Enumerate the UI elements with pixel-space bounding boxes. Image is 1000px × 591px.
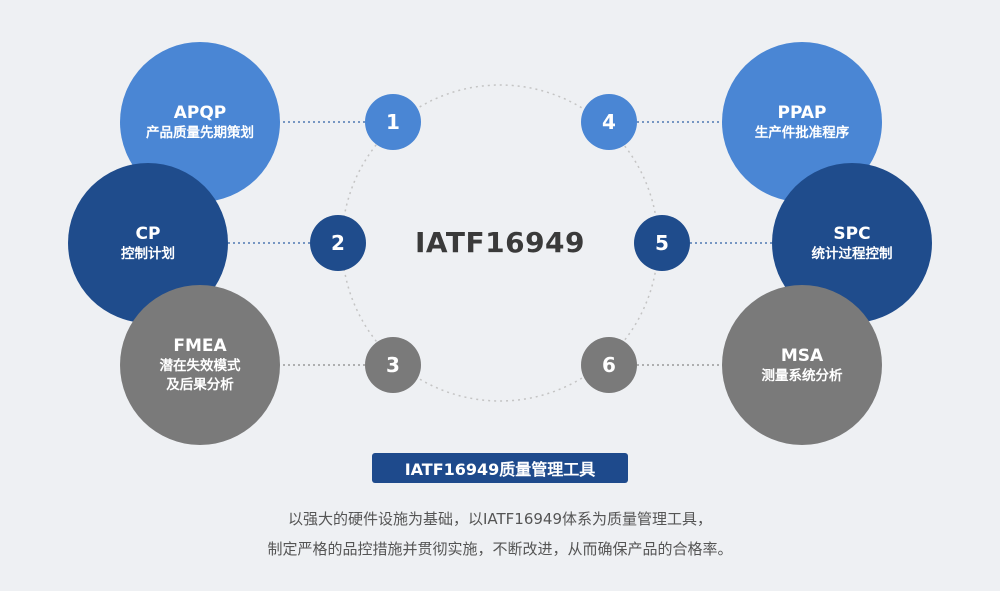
- section-banner: IATF16949质量管理工具: [372, 453, 628, 483]
- spc-title: SPC: [833, 223, 871, 244]
- apqp-subtitle: 产品质量先期策划: [146, 124, 254, 141]
- number-badge-1: 1: [365, 94, 421, 150]
- fmea-title: FMEA: [173, 336, 227, 356]
- description-line-2: 制定严格的品控措施并贯彻实施，不断改进，从而确保产品的合格率。: [267, 540, 733, 558]
- ppap-subtitle: 生产件批准程序: [754, 124, 850, 141]
- cp-title: CP: [135, 223, 161, 244]
- msa-subtitle: 测量系统分析: [761, 367, 843, 384]
- msa-title: MSA: [780, 345, 824, 366]
- cp-subtitle: 控制计划: [121, 245, 175, 262]
- fmea-subtitle-line1: 潜在失效模式: [159, 358, 241, 374]
- number-badge-3: 3: [365, 337, 421, 393]
- number-badge-5: 5: [634, 215, 690, 271]
- fmea-circle: FMEA 潜在失效模式 及后果分析: [120, 285, 280, 445]
- center-title: IATF16949: [414, 226, 586, 259]
- apqp-title: APQP: [173, 102, 227, 123]
- spc-subtitle: 统计过程控制: [811, 245, 893, 262]
- description-line-1: 以强大的硬件设施为基础，以IATF16949体系为质量管理工具，: [287, 510, 713, 528]
- number-badge-6: 6: [581, 337, 637, 393]
- apqp-circle: APQP 产品质量先期策划: [120, 42, 280, 202]
- ppap-title: PPAP: [777, 102, 827, 123]
- msa-circle: MSA 测量系统分析: [722, 285, 882, 445]
- number-badge-2: 2: [310, 215, 366, 271]
- fmea-subtitle-line2: 及后果分析: [166, 377, 234, 393]
- number-badge-4: 4: [581, 94, 637, 150]
